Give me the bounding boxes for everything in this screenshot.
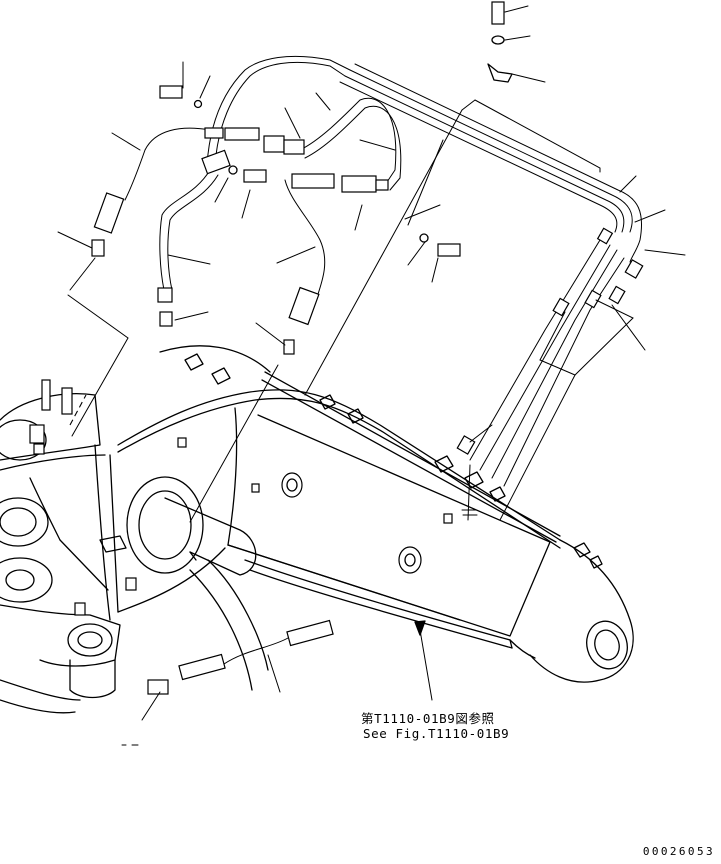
boom-structure (94, 345, 634, 691)
reference-note-english: See Fig.T1110-01B9 (363, 726, 510, 741)
revolving-frame (0, 379, 121, 714)
upper-pipes (91, 1, 513, 355)
boom-pipes (339, 63, 644, 487)
bottom-fittings (147, 619, 334, 695)
drawing-number: 00026053 (642, 845, 715, 858)
leader-lines (57, 5, 686, 746)
reference-note-japanese: 第T1110-01B9図参照 (361, 711, 495, 726)
